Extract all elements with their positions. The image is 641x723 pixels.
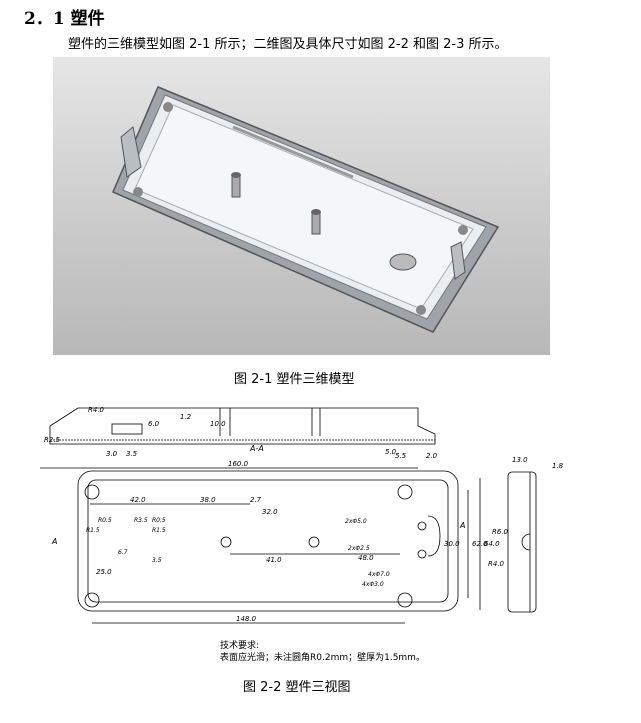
- figure1-caption: 图 2-1 塑件三维模型: [234, 372, 355, 387]
- dim-label: 41.0: [266, 556, 282, 564]
- dim-label: 13.0: [512, 456, 528, 464]
- dim-label: 2.0: [426, 452, 438, 460]
- dim-label: 6.7: [118, 549, 128, 556]
- dim-label: 5.0: [385, 448, 397, 456]
- dim-label: 2xΦ5.0: [345, 518, 367, 525]
- dim-label: 32.0: [262, 508, 278, 516]
- dim-label: 64.0: [484, 540, 500, 548]
- dim-label: 160.0: [228, 460, 249, 468]
- technical-notes: 技术要求: 表面应光滑；未注圆角R0.2mm；壁厚为1.5mm。: [220, 640, 425, 664]
- dim-label: 1.8: [552, 462, 564, 470]
- dim-label: 38.0: [200, 496, 216, 504]
- dim-label: 3.5: [152, 557, 162, 564]
- dim-label: R1.5: [152, 527, 166, 534]
- notes-title: 技术要求:: [220, 641, 260, 651]
- intro-paragraph: 塑件的三维模型如图 2-1 所示；二维图及具体尺寸如图 2-2 和图 2-3 所…: [68, 37, 508, 52]
- dim-label: 25.0: [96, 568, 112, 576]
- dim-label: 4xΦ7.0: [368, 571, 390, 578]
- dim-label: 5.5: [395, 452, 407, 460]
- dim-label: R0.5: [152, 517, 166, 524]
- dim-label: 1.2: [180, 413, 192, 421]
- dim-label: R4.0: [88, 406, 105, 414]
- dim-label: 3.0: [106, 450, 118, 458]
- dim-label: R1.5: [86, 527, 100, 534]
- figure-technical-drawing: R4.0 R2.5 1.2 6.0 10.0 3.0 3.5 5.0 5.5 2…: [40, 396, 610, 640]
- dim-label: R4.0: [488, 560, 505, 568]
- figure2-caption: 图 2-2 塑件三视图: [243, 680, 351, 695]
- dim-label: 4xΦ3.0: [362, 581, 384, 588]
- dim-label: 62.0: [472, 540, 488, 548]
- dim-label: R6.0: [492, 528, 509, 536]
- figure-3d-model: [53, 57, 550, 355]
- section-heading: 2．1 塑件: [24, 9, 105, 29]
- dim-label: 2xΦ2.5: [348, 545, 370, 552]
- dim-label: R2.5: [44, 436, 61, 444]
- enclosure-3d-render: [112, 86, 500, 333]
- section-marker: A: [51, 537, 57, 546]
- dim-label: 42.0: [130, 496, 146, 504]
- dim-label: 48.0: [358, 554, 374, 562]
- section-label: A-A: [249, 444, 264, 453]
- dim-label: 3.5: [126, 450, 138, 458]
- dim-label: R0.5: [98, 517, 112, 524]
- notes-text: 表面应光滑；未注圆角R0.2mm；壁厚为1.5mm。: [220, 653, 425, 663]
- section-marker: A: [459, 521, 465, 530]
- dim-label: R3.5: [134, 517, 148, 524]
- dim-label: 30.0: [444, 540, 460, 548]
- three-view-drawing: R4.0 R2.5 1.2 6.0 10.0 3.0 3.5 5.0 5.5 2…: [40, 406, 564, 624]
- dim-label: 10.0: [210, 420, 226, 428]
- dim-label: 2.7: [250, 496, 262, 504]
- dim-label: 6.0: [148, 420, 160, 428]
- dim-label: 148.0: [236, 615, 257, 623]
